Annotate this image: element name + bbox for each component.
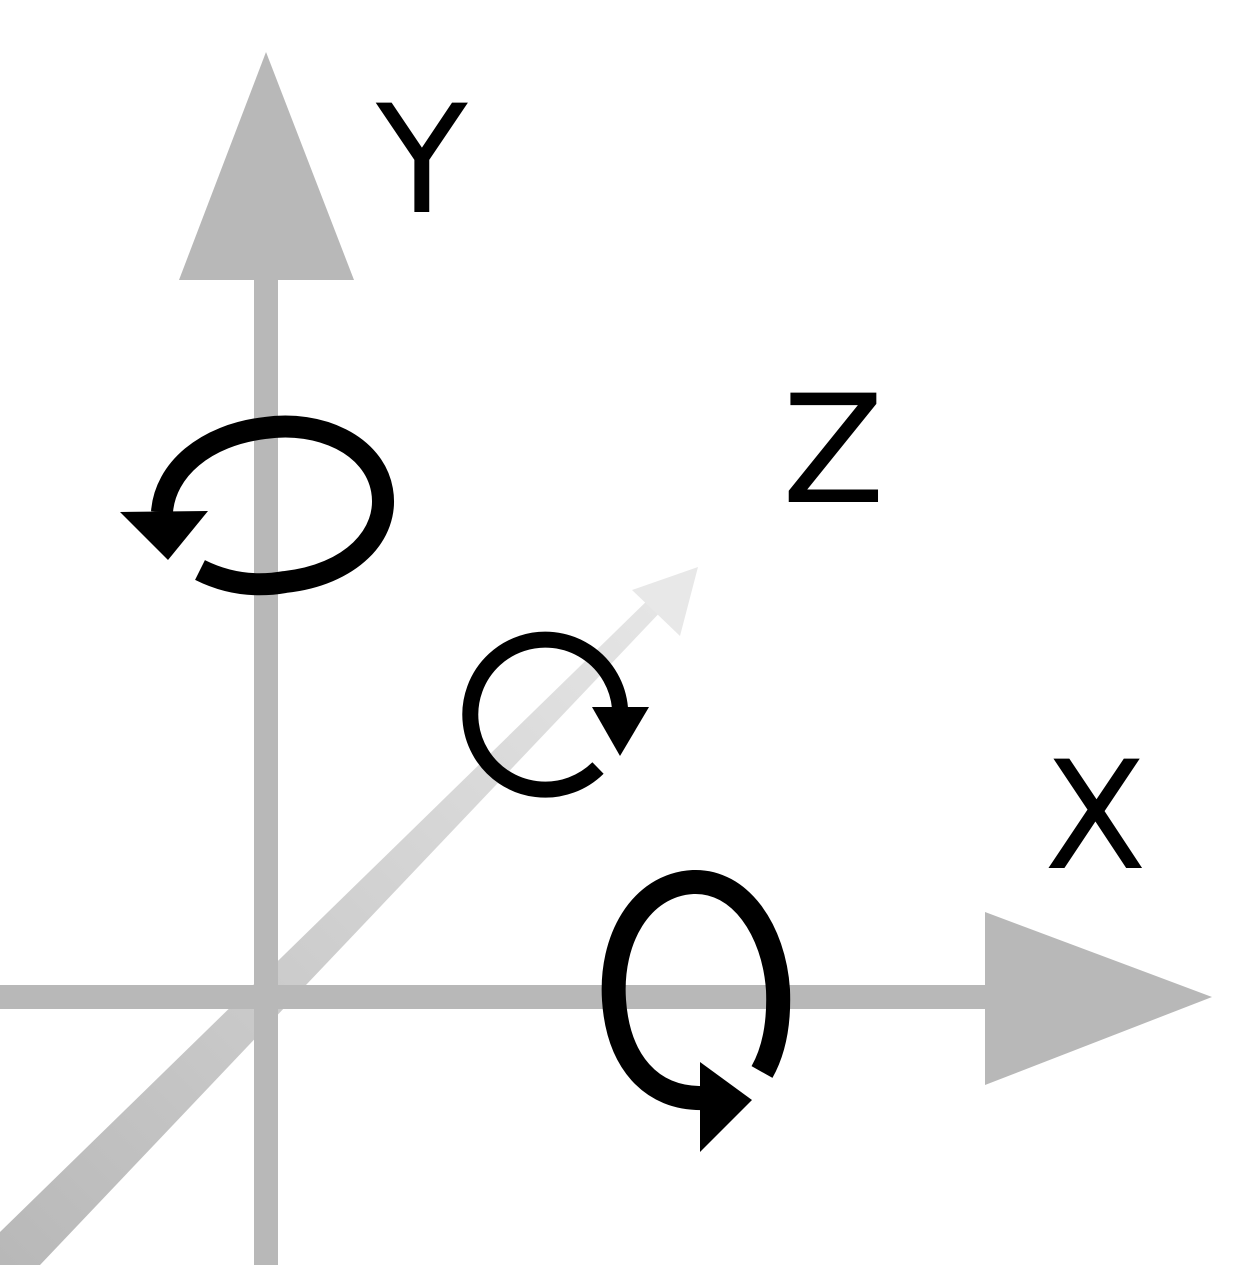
- z-axis-line: [0, 594, 666, 1265]
- z-axis-label: Z: [782, 364, 885, 538]
- x-axis-label: X: [1044, 730, 1147, 904]
- z-axis-arrowhead: [632, 567, 698, 636]
- x-axis-line: [0, 985, 995, 1009]
- y-axis-arrowhead: [179, 52, 354, 280]
- rotation-arrow-x-icon: [601, 870, 791, 1152]
- rotation-arrow-y-icon: [120, 415, 394, 596]
- rotation-arrow-z-icon: [462, 631, 649, 798]
- y-axis-label: Y: [375, 74, 468, 248]
- x-axis-arrowhead: [985, 912, 1212, 1085]
